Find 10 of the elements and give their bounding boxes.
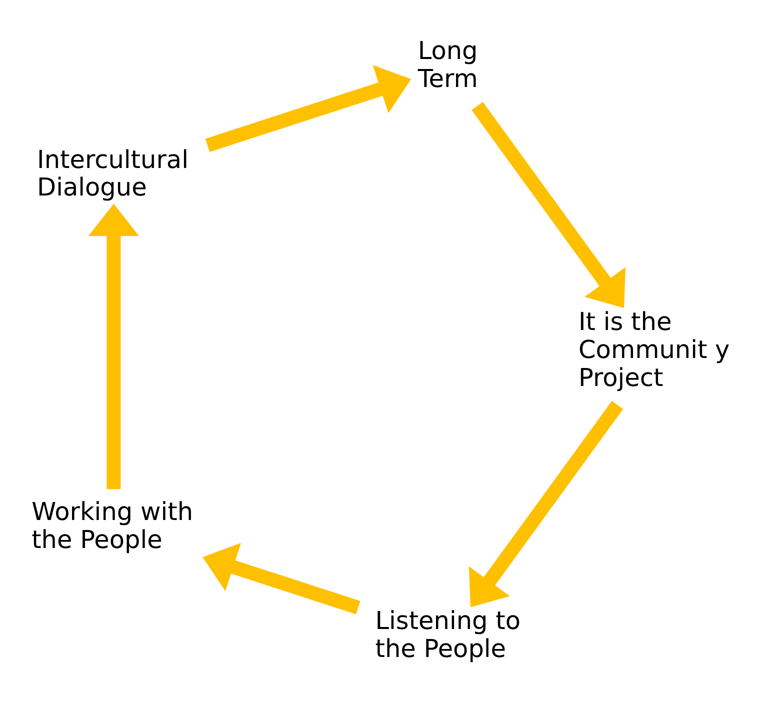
arrow [205,64,412,152]
arrow [468,400,624,608]
node-text: It is the Communit y Project [578,307,730,392]
node-text: Listening to the People [375,606,521,663]
node-text: Intercultural Dialogue [37,144,188,202]
arrow [472,102,626,308]
arrow [88,204,140,490]
node-text: Long Term [418,36,478,93]
arrow [202,542,360,614]
node-text: Working with the People [32,497,194,554]
